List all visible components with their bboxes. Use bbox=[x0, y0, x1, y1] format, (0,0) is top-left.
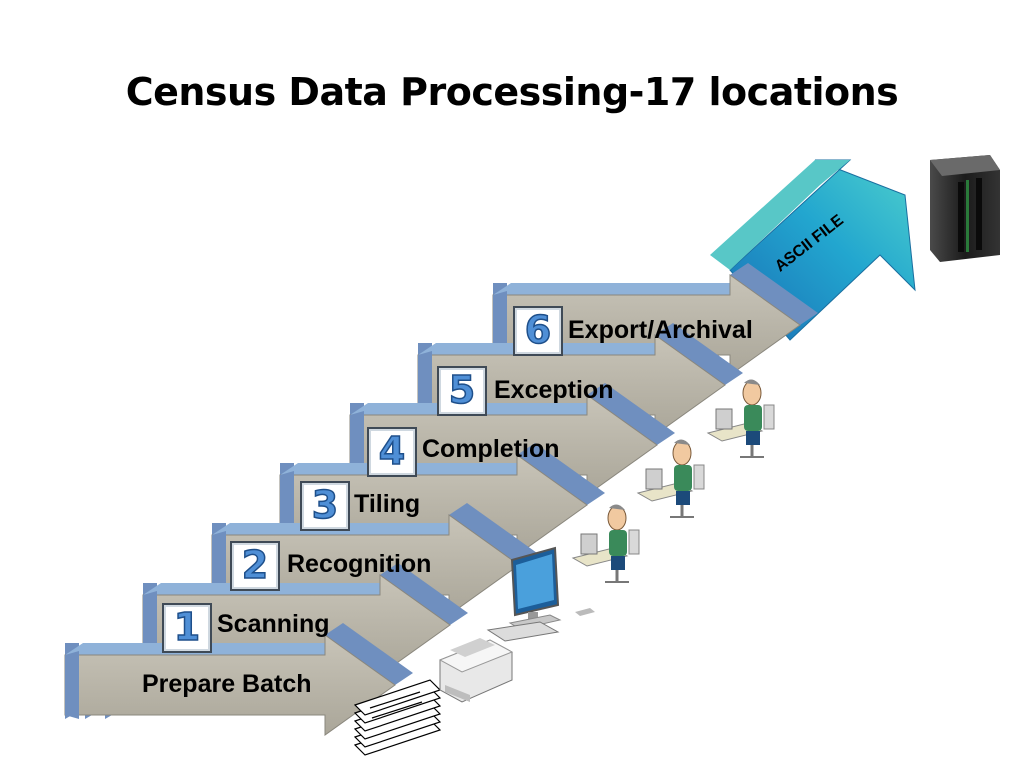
step-arrow-0 bbox=[64, 623, 413, 736]
step-number: 6 bbox=[524, 308, 552, 352]
operator-workstation-icon bbox=[636, 439, 705, 518]
printer-icon bbox=[438, 638, 514, 703]
step-label-0: Prepare Batch bbox=[142, 670, 312, 698]
step-number: 3 bbox=[311, 483, 339, 527]
operator-workstation-icon bbox=[571, 504, 640, 583]
step-number: 2 bbox=[241, 543, 269, 587]
desktop-computer-icon bbox=[486, 546, 595, 642]
step-number-badge-3: 3 bbox=[300, 481, 350, 531]
step-number-badge-6: 6 bbox=[513, 306, 563, 356]
step-number-badge-2: 2 bbox=[230, 541, 280, 591]
step-label-6: Export/Archival bbox=[568, 316, 753, 344]
step-label-3: Tiling bbox=[354, 490, 421, 518]
step-number-badge-1: 1 bbox=[162, 603, 212, 653]
paper-stack-icon bbox=[353, 679, 442, 756]
step-number-badge-4: 4 bbox=[367, 427, 417, 477]
step-label-4: Completion bbox=[422, 435, 560, 463]
step-label-1: Scanning bbox=[217, 610, 330, 638]
operator-workstation-icon bbox=[706, 379, 775, 458]
step-number: 5 bbox=[448, 368, 476, 412]
step-label-2: Recognition bbox=[287, 550, 432, 578]
step-label-5: Exception bbox=[494, 376, 614, 404]
step-number: 4 bbox=[378, 429, 406, 473]
page-title: Census Data Processing-17 locations bbox=[125, 70, 899, 114]
step-number: 1 bbox=[173, 605, 201, 649]
server-rack-icon bbox=[930, 155, 1000, 262]
step-arrows bbox=[64, 263, 818, 736]
step-number-badge-5: 5 bbox=[437, 366, 487, 416]
operators bbox=[571, 379, 775, 583]
